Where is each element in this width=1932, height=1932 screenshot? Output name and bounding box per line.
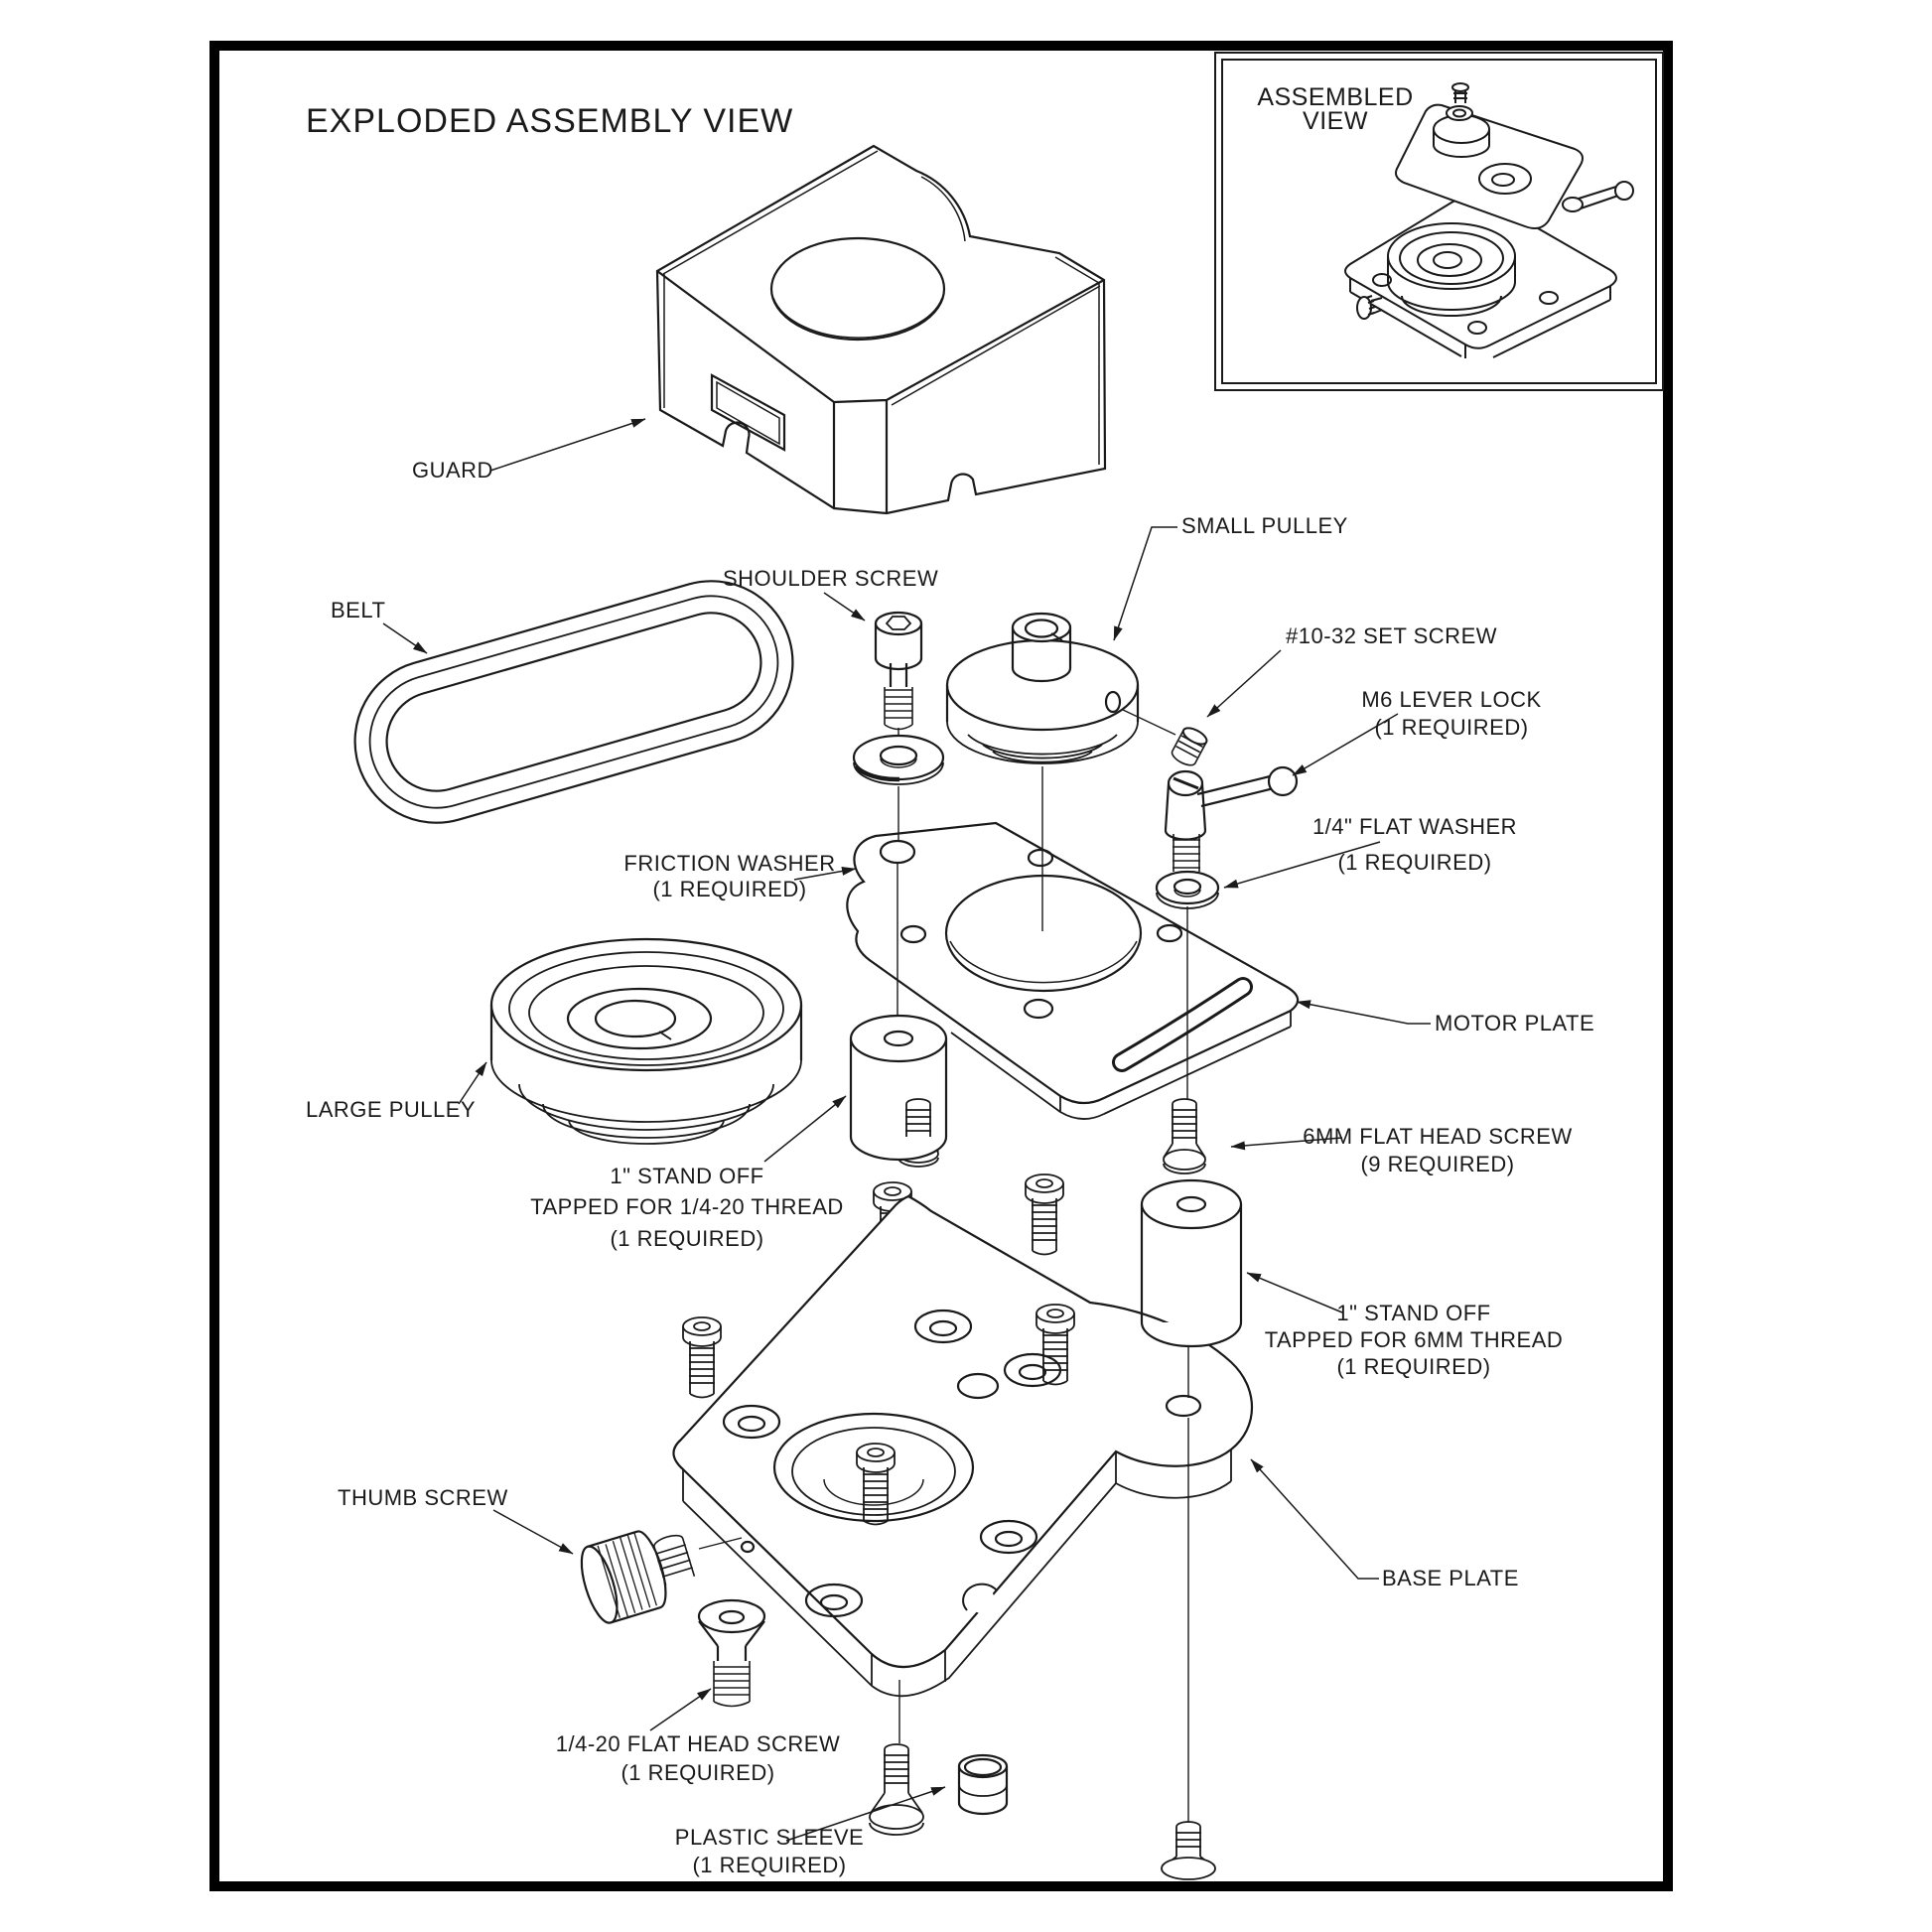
leader-belt bbox=[382, 622, 428, 654]
base-plate-holes bbox=[722, 1309, 1202, 1618]
standoff-quarter20-part bbox=[849, 1014, 948, 1162]
leader-guard bbox=[489, 418, 646, 472]
leader-quarter20-screw bbox=[649, 1688, 712, 1731]
inset-title-line2: VIEW bbox=[1303, 107, 1368, 135]
flat-head-quarter20-part bbox=[697, 1598, 766, 1708]
leader-base-plate bbox=[1250, 1458, 1379, 1580]
socket-screw-f bbox=[1035, 1304, 1075, 1386]
assembled-view-drawing bbox=[1344, 82, 1634, 358]
label-6mm-screw-1: 6MM FLAT HEAD SCREW bbox=[1303, 1124, 1573, 1149]
lever-stud-threads bbox=[1173, 834, 1200, 872]
large-pulley-bore bbox=[594, 999, 677, 1038]
label-flat-washer-1: 1/4" FLAT WASHER bbox=[1312, 814, 1517, 839]
label-flat-washer-2: (1 REQUIRED) bbox=[1337, 850, 1491, 875]
leader-shoulder-screw bbox=[823, 592, 866, 621]
large-pulley-part bbox=[489, 937, 803, 1145]
label-shoulder-screw: SHOULDER SCREW bbox=[723, 566, 938, 591]
bottom-screw-center bbox=[869, 1743, 924, 1836]
label-standoff-left-3: (1 REQUIRED) bbox=[610, 1226, 763, 1251]
set-screw-hole bbox=[1104, 690, 1122, 714]
leader-large-pulley bbox=[458, 1061, 487, 1105]
label-plastic-sleeve-2: (1 REQUIRED) bbox=[692, 1853, 846, 1877]
socket-screw-d bbox=[1025, 1173, 1064, 1256]
inset-title-line1: ASSEMBLED bbox=[1257, 83, 1413, 111]
label-motor-plate: MOTOR PLATE bbox=[1435, 1011, 1594, 1035]
thumb-screw-part bbox=[580, 1530, 743, 1624]
guard-part bbox=[655, 144, 1107, 515]
standoff-6mm-part bbox=[1140, 1178, 1243, 1348]
label-plastic-sleeve-1: PLASTIC SLEEVE bbox=[675, 1825, 864, 1850]
label-standoff-right-1: 1" STAND OFF bbox=[1336, 1301, 1490, 1325]
label-guard: GUARD bbox=[412, 458, 493, 483]
label-lever-lock-2: (1 REQUIRED) bbox=[1374, 715, 1528, 740]
label-set-screw: #10-32 SET SCREW bbox=[1286, 623, 1497, 648]
plastic-sleeve-part bbox=[957, 1753, 1009, 1816]
leader-plastic-sleeve bbox=[785, 1786, 946, 1842]
label-base-plate: BASE PLATE bbox=[1382, 1566, 1519, 1590]
label-6mm-screw-2: (9 REQUIRED) bbox=[1360, 1152, 1514, 1176]
motor-plate-part bbox=[846, 821, 1300, 1120]
label-large-pulley: LARGE PULLEY bbox=[306, 1097, 476, 1122]
shoulder-screw-part bbox=[874, 611, 923, 731]
assembled-view-inset: ASSEMBLED VIEW bbox=[1214, 52, 1664, 391]
friction-washer-part bbox=[852, 734, 945, 785]
socket-screw-recess bbox=[856, 1443, 896, 1526]
label-belt: BELT bbox=[331, 598, 385, 622]
bottom-screw-right bbox=[1161, 1821, 1216, 1880]
lever-lock-part bbox=[1164, 765, 1299, 872]
lever-ball bbox=[1267, 765, 1299, 797]
leader-lines bbox=[382, 418, 1431, 1842]
leader-thumb-screw bbox=[492, 1509, 574, 1555]
guard-slot bbox=[710, 373, 786, 452]
quarter-flat-washer-part bbox=[1155, 870, 1220, 909]
label-thumb-screw: THUMB SCREW bbox=[338, 1485, 508, 1510]
leader-standoff-right bbox=[1246, 1272, 1343, 1313]
hex-socket bbox=[885, 616, 912, 630]
inset-border-inner bbox=[1221, 59, 1657, 384]
leader-small-pulley bbox=[1113, 526, 1177, 641]
motor-plate-center-hole bbox=[944, 874, 1143, 993]
label-standoff-right-2: TAPPED FOR 6MM THREAD bbox=[1265, 1327, 1564, 1352]
set-screw-part bbox=[1171, 727, 1208, 766]
leader-set-screw bbox=[1206, 649, 1282, 718]
screw-threads bbox=[884, 687, 913, 731]
leader-standoff-left bbox=[763, 1095, 847, 1163]
leader-motor-plate bbox=[1296, 1000, 1431, 1025]
small-pulley-part bbox=[945, 612, 1140, 764]
flat-head-screw-6mm-b bbox=[1163, 1098, 1206, 1174]
knurl-hatching bbox=[597, 1533, 657, 1618]
label-friction-washer-2: (1 REQUIRED) bbox=[652, 877, 806, 901]
socket-screw-e bbox=[682, 1316, 722, 1399]
leader-6mm-screw bbox=[1230, 1137, 1343, 1151]
page-title: EXPLODED ASSEMBLY VIEW bbox=[306, 102, 793, 140]
axis-lines-lower bbox=[898, 1347, 1189, 1823]
belt-part bbox=[353, 580, 794, 824]
label-quarter20-screw-1: 1/4-20 FLAT HEAD SCREW bbox=[556, 1731, 840, 1756]
base-plate-recess bbox=[772, 1412, 975, 1523]
label-friction-washer-1: FRICTION WASHER bbox=[623, 851, 835, 876]
base-plate-part bbox=[672, 1194, 1253, 1698]
leader-lever-lock bbox=[1292, 713, 1399, 776]
label-quarter20-screw-2: (1 REQUIRED) bbox=[621, 1760, 774, 1785]
small-pulley-hub bbox=[1011, 612, 1072, 683]
label-lever-lock-1: M6 LEVER LOCK bbox=[1361, 687, 1541, 712]
part-labels: GUARD BELT SHOULDER SCREW SMALL PULLEY #… bbox=[306, 458, 1594, 1877]
label-standoff-right-3: (1 REQUIRED) bbox=[1336, 1354, 1490, 1379]
label-standoff-left-2: TAPPED FOR 1/4-20 THREAD bbox=[530, 1194, 844, 1219]
guard-top-hole bbox=[769, 236, 946, 342]
leader-friction-washer bbox=[793, 867, 857, 881]
label-small-pulley: SMALL PULLEY bbox=[1181, 513, 1348, 538]
leader-flat-washer bbox=[1223, 841, 1381, 889]
label-standoff-left-1: 1" STAND OFF bbox=[610, 1164, 763, 1188]
